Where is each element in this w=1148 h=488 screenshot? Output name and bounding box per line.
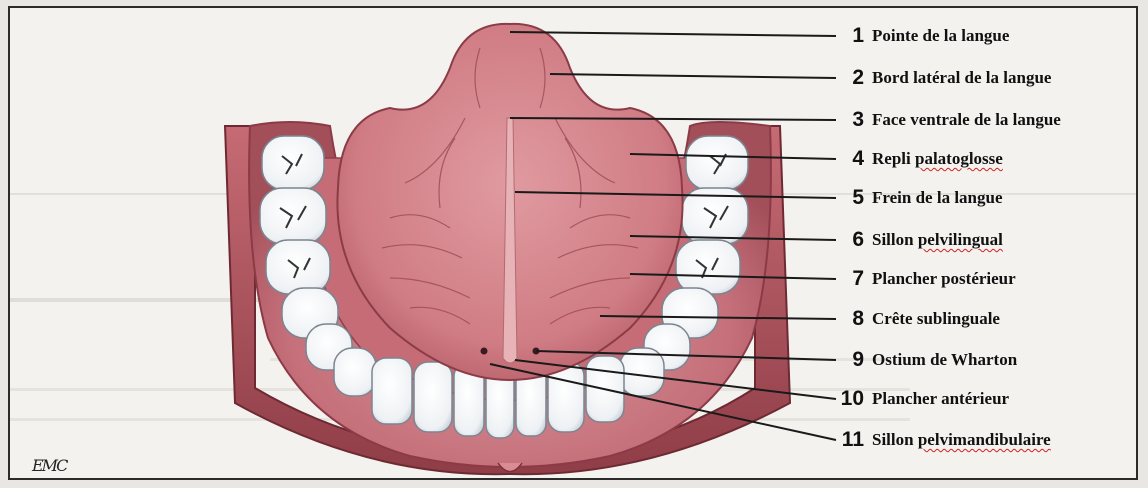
label-number: 5: [840, 186, 864, 210]
label-5: 5 Frein de la langue: [840, 186, 1003, 210]
label-11: 11 Sillon pelvimandibulaire: [840, 428, 1051, 452]
label-number: 2: [840, 66, 864, 90]
label-3: 3 Face ventrale de la langue: [840, 108, 1061, 132]
label-text: Face ventrale de la langue: [872, 110, 1061, 130]
label-2: 2 Bord latéral de la langue: [840, 66, 1051, 90]
label-7: 7 Plancher postérieur: [840, 267, 1016, 291]
label-number: 6: [840, 228, 864, 252]
label-4: 4 Repli palatoglosse: [840, 147, 1003, 171]
wharton-ostium-left: [481, 348, 488, 355]
label-text: Frein de la langue: [872, 188, 1003, 208]
label-6: 6 Sillon pelvilingual: [840, 228, 1003, 252]
label-10: 10 Plancher antérieur: [840, 387, 1009, 411]
label-text: Pointe de la langue: [872, 26, 1009, 46]
label-text: Crête sublinguale: [872, 309, 1000, 329]
figure-frame: 1 Pointe de la langue 2 Bord latéral de …: [8, 6, 1138, 480]
label-number: 8: [840, 307, 864, 331]
label-9: 9 Ostium de Wharton: [840, 348, 1017, 372]
label-number: 4: [840, 147, 864, 171]
label-number: 3: [840, 108, 864, 132]
label-8: 8 Crête sublinguale: [840, 307, 1000, 331]
label-number: 10: [840, 387, 864, 411]
label-text: Plancher antérieur: [872, 389, 1009, 409]
label-text: Sillon pelvimandibulaire: [872, 430, 1051, 450]
label-number: 7: [840, 267, 864, 291]
label-text: Ostium de Wharton: [872, 350, 1017, 370]
artist-signature: EMC: [32, 456, 66, 475]
label-text: Sillon pelvilingual: [872, 230, 1003, 250]
label-number: 1: [840, 24, 864, 48]
label-text: Plancher postérieur: [872, 269, 1016, 289]
leader-line-2: [550, 74, 836, 78]
label-1: 1 Pointe de la langue: [840, 24, 1009, 48]
leader-line-1: [510, 32, 836, 36]
label-number: 9: [840, 348, 864, 372]
label-number: 11: [840, 428, 864, 452]
label-text: Repli palatoglosse: [872, 149, 1003, 169]
label-text: Bord latéral de la langue: [872, 68, 1051, 88]
